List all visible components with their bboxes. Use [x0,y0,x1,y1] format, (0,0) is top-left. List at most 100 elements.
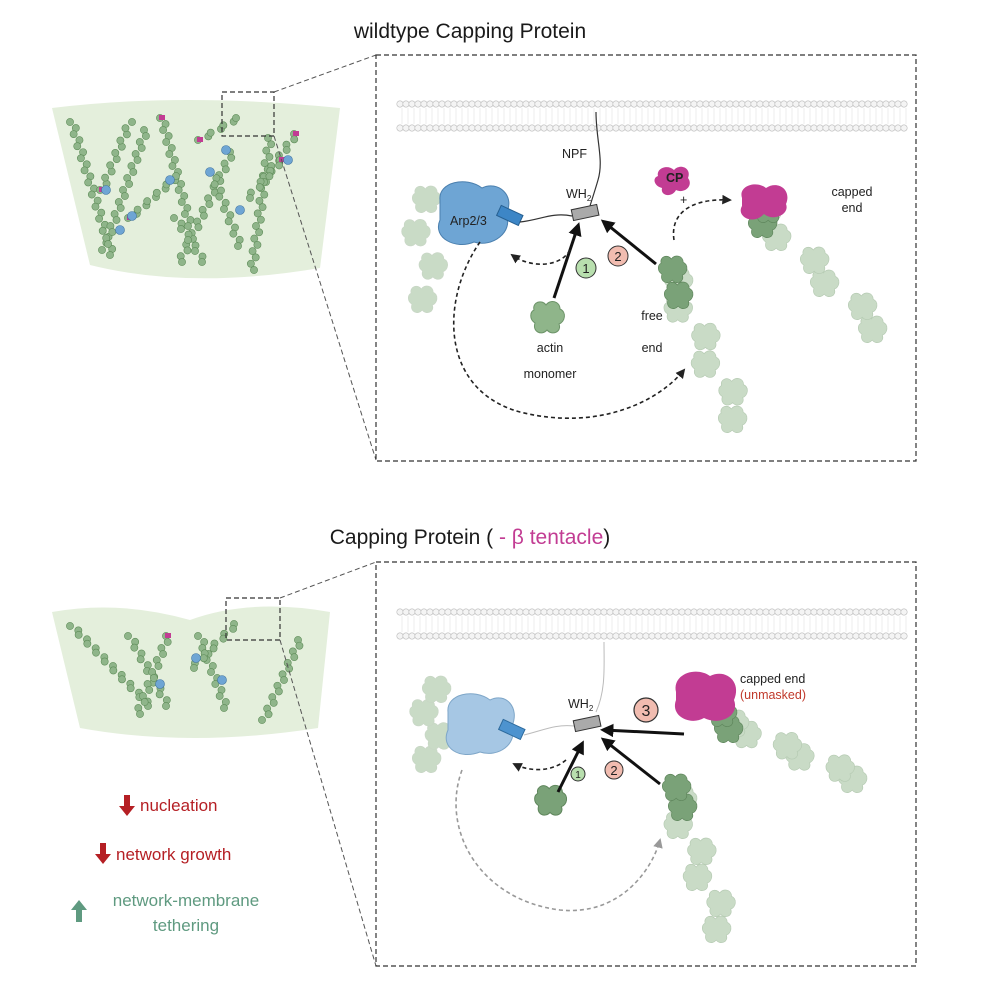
lipid-head [510,632,518,640]
branch-node [155,679,165,689]
lipid-head [528,608,536,616]
lipid-head [816,100,824,108]
lipid-head [426,632,434,640]
lipid-head [594,124,602,132]
lipid-head [486,100,494,108]
bottom-step3-badge [633,697,659,723]
lipid-head [636,632,644,640]
lipid-head [768,608,776,616]
lipid-head [834,608,842,616]
lipid-head [780,124,788,132]
actin-bead [92,648,100,657]
actin-bead [251,253,260,262]
top-actin-network [66,114,299,274]
lipid-head [456,632,464,640]
lipid-head [720,632,728,640]
lipid-head [516,608,524,616]
lipid-head [558,100,566,108]
lipid-head [498,124,506,132]
lipid-head [690,608,698,616]
actin-bead [100,657,109,666]
lipid-head [642,100,650,108]
actin-bead [121,124,130,133]
actin-bead [162,138,171,146]
actin-bead [184,222,192,230]
actin-bead [253,240,262,249]
top-panel-title: wildtype Capping Protein [353,20,586,43]
lipid-head [630,124,638,132]
actin-bead [252,222,260,230]
actin-bead [253,209,262,218]
branch-node [127,211,137,221]
actin-bead [66,622,74,630]
free-filament-subunit [718,377,748,406]
lipid-head [546,100,554,108]
effect-tethering-line-1: network-membrane [113,891,259,910]
mother-filament-subunit [401,218,431,247]
lipid-head [546,124,554,132]
lipid-head [636,608,644,616]
lipid-head [438,608,446,616]
lipid-head [792,100,800,108]
lipid-head [834,124,842,132]
lipid-head [432,608,440,616]
actin-bead [265,172,274,181]
top-capped-label-2: end [842,201,863,215]
actin-bead [106,161,115,170]
lipid-head [672,124,680,132]
lipid-head [702,608,710,616]
lipid-head [564,124,572,132]
lipid-head [432,124,440,132]
actin-bead [141,132,150,140]
capped-filament-subunit [809,269,840,298]
lipid-head [450,100,458,108]
top-capped-end-cp [740,184,788,220]
actin-bead [116,204,125,212]
lipid-head [396,124,404,132]
free-filament-end-subunit [663,281,694,310]
bottom-cp-molecule [674,671,737,721]
lipid-head [630,632,638,640]
actin-bead [129,168,138,176]
actin-bead [69,130,78,138]
lipid-head [564,100,572,108]
actin-bead [180,210,189,218]
actin-bead [66,118,74,126]
lipid-head [732,608,740,616]
actin-bead [152,188,161,197]
lipid-head [846,100,854,108]
lipid-head [408,632,416,640]
lipid-head [864,100,872,108]
top-npf-linker [519,214,573,223]
lipid-head [882,124,890,132]
actin-bead [211,680,220,688]
actin-bead [140,698,149,706]
actin-bead [269,698,278,707]
top-free-label-2: end [642,341,663,355]
lipid-head [510,124,518,132]
free-filament-end-subunit [661,773,692,802]
lipid-head [654,100,662,108]
lipid-head [762,100,770,108]
lipid-head [888,608,896,616]
lipid-head [606,632,614,640]
lipid-head [870,608,878,616]
actin-bead [80,166,89,175]
lipid-head [654,632,662,640]
lipid-head [396,608,404,616]
down-arrow-icon [95,843,111,864]
actin-bead [104,240,112,248]
lipid-head [846,632,854,640]
top-cp-plus: + [680,193,687,207]
lipid-head [624,124,632,132]
lipid-head [756,632,764,640]
lipid-head [588,124,596,132]
lipid-head [810,608,818,616]
lipid-head [768,124,776,132]
top-transfer-arrow [510,249,571,265]
actin-bead [121,192,129,200]
top-step1-arrow [552,222,582,299]
lipid-head [456,100,464,108]
actin-bead [194,223,203,232]
lipid-head [600,124,608,132]
